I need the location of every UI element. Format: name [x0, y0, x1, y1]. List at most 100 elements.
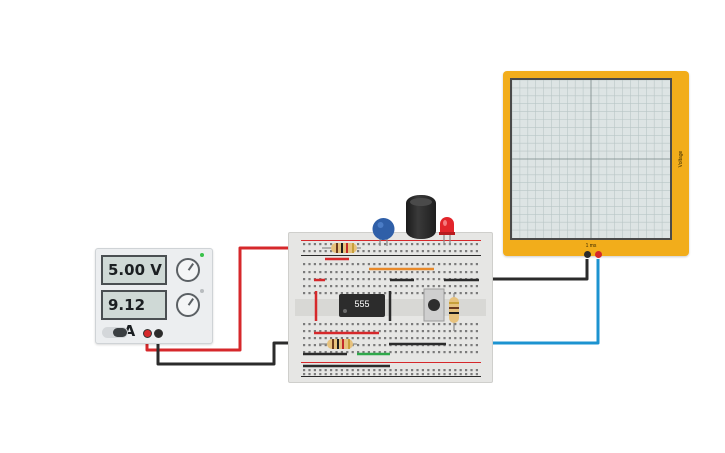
- breadboard-hole[interactable]: [454, 263, 457, 266]
- breadboard-hole[interactable]: [362, 250, 365, 253]
- breadboard-hole[interactable]: [470, 373, 473, 376]
- breadboard-hole[interactable]: [340, 373, 343, 376]
- breadboard-hole[interactable]: [475, 369, 478, 372]
- breadboard-hole[interactable]: [416, 263, 419, 266]
- breadboard-hole[interactable]: [362, 323, 365, 326]
- breadboard-hole[interactable]: [470, 323, 473, 326]
- breadboard-hole[interactable]: [313, 373, 316, 376]
- breadboard-hole[interactable]: [405, 250, 408, 253]
- breadboard-hole[interactable]: [373, 263, 376, 266]
- breadboard-hole[interactable]: [438, 369, 441, 372]
- breadboard-hole[interactable]: [357, 285, 360, 288]
- breadboard-hole[interactable]: [378, 271, 381, 274]
- breadboard-hole[interactable]: [421, 278, 424, 281]
- breadboard-hole[interactable]: [448, 292, 451, 295]
- breadboard-hole[interactable]: [324, 278, 327, 281]
- breadboard[interactable]: [288, 232, 493, 383]
- breadboard-hole[interactable]: [475, 292, 478, 295]
- breadboard-hole[interactable]: [346, 292, 349, 295]
- breadboard-hole[interactable]: [394, 351, 397, 354]
- breadboard-hole[interactable]: [313, 271, 316, 274]
- breadboard-hole[interactable]: [411, 292, 414, 295]
- breadboard-hole[interactable]: [465, 292, 468, 295]
- breadboard-hole[interactable]: [405, 351, 408, 354]
- breadboard-hole[interactable]: [400, 285, 403, 288]
- breadboard-hole[interactable]: [416, 323, 419, 326]
- breadboard-hole[interactable]: [367, 323, 370, 326]
- breadboard-hole[interactable]: [340, 323, 343, 326]
- breadboard-hole[interactable]: [421, 323, 424, 326]
- breadboard-hole[interactable]: [416, 330, 419, 333]
- breadboard-hole[interactable]: [438, 351, 441, 354]
- breadboard-hole[interactable]: [454, 323, 457, 326]
- breadboard-hole[interactable]: [443, 337, 446, 340]
- breadboard-hole[interactable]: [470, 369, 473, 372]
- breadboard-hole[interactable]: [340, 351, 343, 354]
- breadboard-hole[interactable]: [362, 278, 365, 281]
- current-knob-icon[interactable]: [176, 293, 200, 317]
- breadboard-hole[interactable]: [313, 243, 316, 246]
- breadboard-hole[interactable]: [454, 243, 457, 246]
- breadboard-hole[interactable]: [373, 292, 376, 295]
- breadboard-hole[interactable]: [384, 337, 387, 340]
- breadboard-hole[interactable]: [443, 373, 446, 376]
- breadboard-hole[interactable]: [432, 337, 435, 340]
- breadboard-hole[interactable]: [319, 323, 322, 326]
- breadboard-hole[interactable]: [454, 337, 457, 340]
- breadboard-hole[interactable]: [394, 323, 397, 326]
- breadboard-hole[interactable]: [384, 292, 387, 295]
- breadboard-hole[interactable]: [308, 292, 311, 295]
- breadboard-hole[interactable]: [443, 330, 446, 333]
- breadboard-hole[interactable]: [411, 369, 414, 372]
- breadboard-hole[interactable]: [448, 369, 451, 372]
- breadboard-hole[interactable]: [319, 369, 322, 372]
- breadboard-hole[interactable]: [351, 330, 354, 333]
- negative-terminal-icon[interactable]: [154, 329, 163, 338]
- breadboard-hole[interactable]: [459, 351, 462, 354]
- breadboard-hole[interactable]: [389, 323, 392, 326]
- breadboard-hole[interactable]: [367, 250, 370, 253]
- breadboard-hole[interactable]: [357, 337, 360, 340]
- breadboard-hole[interactable]: [475, 285, 478, 288]
- breadboard-hole[interactable]: [475, 330, 478, 333]
- breadboard-hole[interactable]: [394, 250, 397, 253]
- breadboard-hole[interactable]: [335, 263, 338, 266]
- red-led[interactable]: [438, 216, 456, 246]
- breadboard-hole[interactable]: [416, 373, 419, 376]
- breadboard-hole[interactable]: [330, 369, 333, 372]
- breadboard-hole[interactable]: [384, 250, 387, 253]
- breadboard-hole[interactable]: [378, 278, 381, 281]
- breadboard-hole[interactable]: [367, 351, 370, 354]
- breadboard-hole[interactable]: [416, 243, 419, 246]
- breadboard-hole[interactable]: [389, 369, 392, 372]
- breadboard-hole[interactable]: [373, 330, 376, 333]
- breadboard-hole[interactable]: [475, 344, 478, 347]
- breadboard-hole[interactable]: [411, 263, 414, 266]
- breadboard-hole[interactable]: [324, 243, 327, 246]
- breadboard-hole[interactable]: [378, 285, 381, 288]
- breadboard-hole[interactable]: [448, 337, 451, 340]
- breadboard-hole[interactable]: [373, 250, 376, 253]
- breadboard-hole[interactable]: [465, 243, 468, 246]
- breadboard-hole[interactable]: [346, 351, 349, 354]
- breadboard-hole[interactable]: [400, 323, 403, 326]
- breadboard-hole[interactable]: [308, 323, 311, 326]
- breadboard-hole[interactable]: [389, 330, 392, 333]
- breadboard-hole[interactable]: [470, 263, 473, 266]
- breadboard-hole[interactable]: [448, 323, 451, 326]
- breadboard-hole[interactable]: [324, 330, 327, 333]
- breadboard-hole[interactable]: [362, 243, 365, 246]
- breadboard-hole[interactable]: [351, 285, 354, 288]
- breadboard-hole[interactable]: [308, 271, 311, 274]
- breadboard-hole[interactable]: [470, 271, 473, 274]
- breadboard-hole[interactable]: [346, 373, 349, 376]
- breadboard-hole[interactable]: [351, 323, 354, 326]
- breadboard-hole[interactable]: [384, 263, 387, 266]
- breadboard-hole[interactable]: [335, 369, 338, 372]
- breadboard-hole[interactable]: [400, 330, 403, 333]
- breadboard-hole[interactable]: [367, 369, 370, 372]
- breadboard-hole[interactable]: [400, 271, 403, 274]
- breadboard-hole[interactable]: [340, 263, 343, 266]
- breadboard-hole[interactable]: [335, 278, 338, 281]
- breadboard-hole[interactable]: [459, 373, 462, 376]
